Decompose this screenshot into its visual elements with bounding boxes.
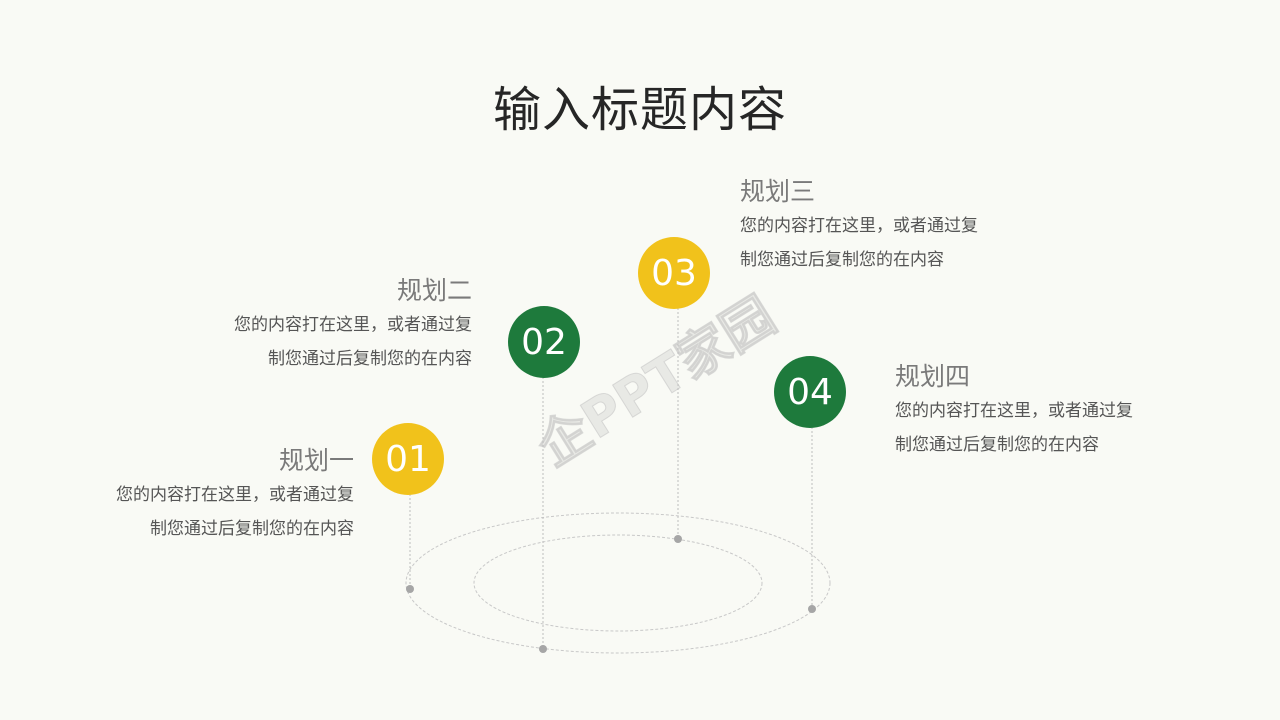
step-number-01: 01 — [385, 438, 431, 480]
block-desc-01-line1: 您的内容打在这里，或者通过复 — [116, 485, 354, 505]
anchor-dot-01 — [406, 585, 414, 593]
block-desc-01-line2: 制您通过后复制您的在内容 — [150, 519, 354, 539]
block-desc-03-line2: 制您通过后复制您的在内容 — [740, 250, 944, 270]
block-desc-04-line2: 制您通过后复制您的在内容 — [895, 435, 1099, 455]
text-block-01: 规划一 您的内容打在这里，或者通过复 制您通过后复制您的在内容 — [60, 444, 354, 546]
inner-orbit — [473, 534, 763, 632]
step-number-02: 02 — [521, 321, 567, 363]
block-desc-02-line2: 制您通过后复制您的在内容 — [268, 349, 472, 369]
block-desc-02-line1: 您的内容打在这里，或者通过复 — [234, 315, 472, 335]
step-number-04: 04 — [787, 371, 833, 413]
outer-orbit — [405, 512, 831, 654]
slide-title: 输入标题内容 — [492, 82, 787, 138]
text-block-04: 规划四 您的内容打在这里，或者通过复 制您通过后复制您的在内容 — [895, 360, 1195, 462]
text-block-03: 规划三 您的内容打在这里，或者通过复 制您通过后复制您的在内容 — [740, 175, 1040, 277]
step-number-03: 03 — [651, 252, 697, 294]
block-heading-03: 规划三 — [740, 177, 816, 206]
text-block-02: 规划二 您的内容打在这里，或者通过复 制您通过后复制您的在内容 — [178, 274, 472, 376]
step-circle-02: 02 — [508, 306, 580, 378]
block-desc-03-line1: 您的内容打在这里，或者通过复 — [740, 216, 978, 236]
block-heading-02: 规划二 — [396, 276, 472, 305]
anchor-dot-03 — [674, 535, 682, 543]
block-desc-04-line1: 您的内容打在这里，或者通过复 — [895, 401, 1133, 421]
block-heading-04: 规划四 — [895, 362, 971, 391]
step-circle-01: 01 — [372, 423, 444, 495]
anchor-dot-04 — [808, 605, 816, 613]
anchor-dot-02 — [539, 645, 547, 653]
step-circle-04: 04 — [774, 356, 846, 428]
block-heading-01: 规划一 — [278, 446, 354, 475]
step-circle-03: 03 — [638, 237, 710, 309]
